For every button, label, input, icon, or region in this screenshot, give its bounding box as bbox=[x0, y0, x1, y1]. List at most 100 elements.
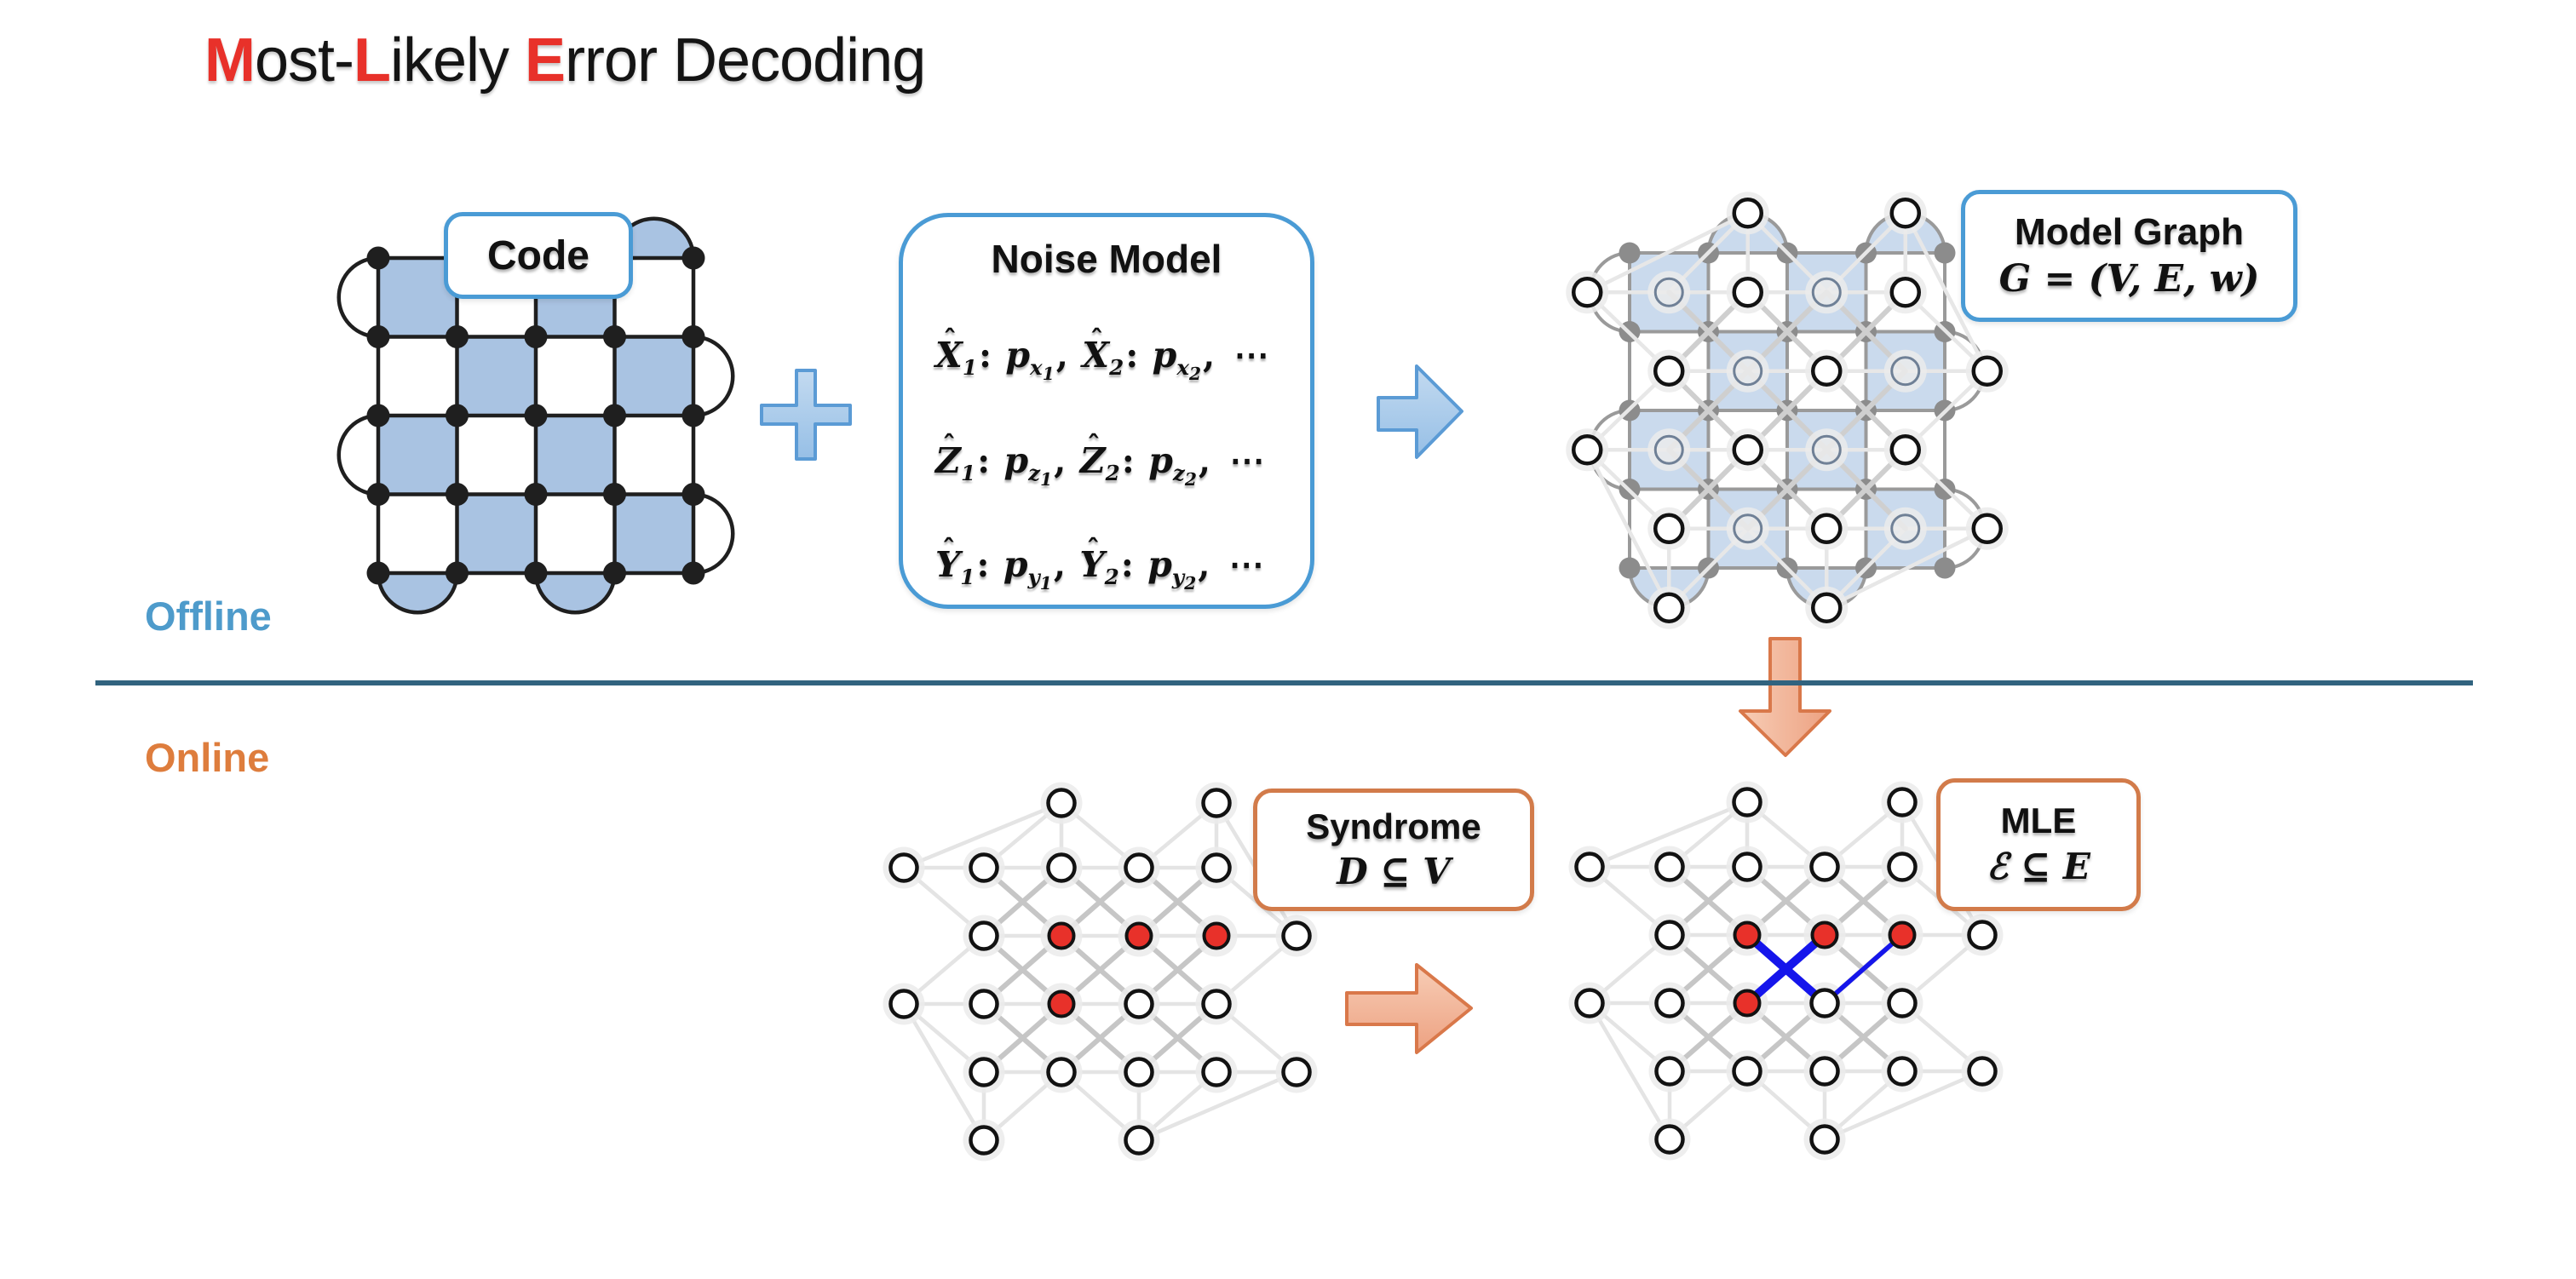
stabilizer-node bbox=[1732, 277, 1763, 308]
boundary-node bbox=[969, 1125, 999, 1156]
syndrome-formula: D ⊆ V bbox=[1337, 851, 1451, 892]
stabilizer-node bbox=[1654, 920, 1685, 950]
stabilizer-node bbox=[1890, 356, 1921, 387]
defect-node bbox=[1047, 921, 1076, 950]
online-section-label: Online bbox=[145, 735, 270, 780]
boundary-node bbox=[1654, 1124, 1685, 1155]
qubit-dot bbox=[366, 325, 390, 348]
boundary-node bbox=[1124, 1125, 1154, 1156]
stabilizer-node bbox=[1889, 434, 1921, 466]
stabilizer-node bbox=[1811, 277, 1842, 307]
stabilizer-node bbox=[1046, 1057, 1077, 1087]
qubit-dot bbox=[446, 483, 469, 506]
boundary-node bbox=[888, 852, 919, 883]
model-graph-label: Model Graph bbox=[2015, 210, 2244, 253]
boundary-node bbox=[1732, 787, 1762, 817]
qubit-dot bbox=[603, 483, 626, 506]
stabilizer-node bbox=[1732, 434, 1763, 466]
stabilizer-node bbox=[1654, 852, 1685, 882]
stabilizer-node bbox=[1201, 852, 1232, 883]
boundary-node bbox=[1967, 920, 1998, 950]
boundary-node bbox=[1572, 277, 1603, 308]
stabilizer-node bbox=[1887, 988, 1918, 1018]
qubit-dot bbox=[366, 483, 390, 506]
boundary-arc-right bbox=[693, 492, 735, 576]
qubit-dot bbox=[681, 404, 705, 427]
stabilizer-node bbox=[1124, 852, 1154, 883]
stabilizer-node bbox=[1653, 355, 1685, 387]
title-text: ikely bbox=[390, 26, 526, 95]
boundary-node bbox=[1574, 988, 1605, 1018]
stabilizer-node bbox=[969, 989, 999, 1019]
boundary-node bbox=[1967, 1056, 1998, 1087]
boundary-arc-bottom bbox=[533, 572, 617, 615]
stabilizer-node bbox=[969, 852, 999, 883]
stabilizer-node bbox=[1889, 277, 1921, 308]
model-graph-formula: G = (V, E, w) bbox=[1998, 256, 2260, 301]
boundary-arc-left bbox=[336, 255, 379, 339]
stabilizer-node bbox=[1733, 356, 1763, 387]
boundary-node bbox=[1281, 1057, 1312, 1087]
boundary-node bbox=[1887, 787, 1918, 817]
boundary-node bbox=[1732, 198, 1763, 229]
qubit-dot bbox=[524, 483, 548, 506]
qubit-dot bbox=[446, 404, 469, 427]
qubit-dot bbox=[446, 325, 469, 348]
graph-nodes bbox=[1574, 787, 1998, 1155]
qubit-dot bbox=[446, 561, 469, 585]
boundary-arc-right bbox=[693, 335, 735, 418]
boundary-node bbox=[1809, 1124, 1840, 1155]
stabilizer-node bbox=[1890, 513, 1921, 544]
stabilizer-node bbox=[1811, 434, 1842, 465]
code-label-box: Code bbox=[444, 212, 633, 299]
qubit-dot bbox=[603, 325, 626, 348]
stabilizer-node bbox=[1809, 988, 1840, 1018]
model-graph bbox=[1566, 192, 2009, 629]
boundary-node bbox=[1574, 852, 1605, 882]
boundary-node bbox=[1572, 434, 1603, 466]
stabilizer-node bbox=[1653, 434, 1684, 465]
qubit-dot bbox=[524, 325, 548, 348]
stabilizer-node bbox=[1124, 989, 1154, 1019]
boundary-node bbox=[1811, 592, 1843, 623]
title-emphasis-letter: E bbox=[525, 26, 566, 95]
qubit-dot bbox=[681, 561, 705, 585]
stabilizer-node bbox=[1732, 852, 1762, 882]
graph-nodes bbox=[1572, 198, 2003, 623]
stabilizer-node bbox=[1124, 1057, 1154, 1087]
title-text: ost- bbox=[254, 26, 354, 95]
boundary-node bbox=[1201, 788, 1232, 818]
mle-correction-edges bbox=[1743, 931, 1905, 1007]
model-graph-label-box: Model Graph G = (V, E, w) bbox=[1961, 190, 2297, 322]
stabilizer-cell bbox=[457, 494, 536, 573]
boundary-node bbox=[1281, 921, 1312, 951]
qubit-dot bbox=[681, 246, 705, 270]
syndrome-label-box: Syndrome D ⊆ V bbox=[1253, 789, 1534, 911]
page-title: Most-Likely Error Decoding bbox=[204, 26, 926, 95]
stabilizer-node bbox=[1201, 1057, 1232, 1087]
mle-label-box: MLE ℰ ⊆ E bbox=[1936, 778, 2141, 911]
stabilizer-node bbox=[1653, 513, 1685, 544]
stabilizer-node bbox=[1809, 1056, 1840, 1087]
mle-label: MLE bbox=[2000, 800, 2077, 840]
title-emphasis-letter: L bbox=[354, 26, 391, 95]
stabilizer-node bbox=[1654, 1056, 1685, 1087]
orange-down-arrow bbox=[1739, 637, 1831, 757]
defect-node bbox=[1810, 921, 1839, 949]
qubit-dot bbox=[681, 325, 705, 348]
boundary-node bbox=[1653, 592, 1685, 623]
stabilizer-node bbox=[1809, 852, 1840, 882]
offline-online-divider bbox=[95, 680, 2473, 685]
code-label: Code bbox=[487, 232, 589, 278]
qubit-dot bbox=[1934, 557, 1956, 579]
mle-graph bbox=[1568, 781, 2004, 1161]
stabilizer-node bbox=[1811, 513, 1843, 544]
boundary-node bbox=[1046, 788, 1077, 818]
boundary-node bbox=[1889, 198, 1921, 229]
qubit-dot bbox=[524, 404, 548, 427]
